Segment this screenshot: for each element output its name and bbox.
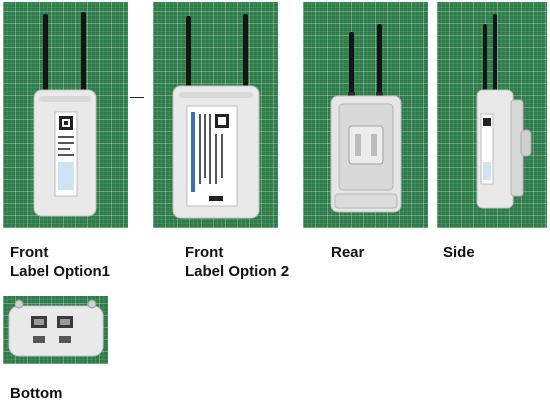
caption-line: Label Option 2 <box>185 263 290 280</box>
photo-rear <box>303 2 428 228</box>
caption-side: Side <box>443 243 475 262</box>
photo-front-label-option-1 <box>3 2 128 228</box>
caption-line: Front <box>10 244 49 261</box>
caption-front-label-option-1: Front Label Option1 <box>10 243 110 281</box>
device-side-illustration <box>476 14 532 209</box>
device-front-illustration <box>172 14 260 219</box>
caption-line: Bottom <box>10 385 63 402</box>
caption-bottom: Bottom <box>10 384 63 403</box>
caption-rear: Rear <box>331 243 364 262</box>
caption-line: Side <box>443 244 475 261</box>
device-bottom-illustration <box>8 299 104 357</box>
photo-side <box>437 2 547 228</box>
device-front-illustration <box>33 12 97 217</box>
device-rear-illustration <box>330 24 402 213</box>
caption-front-label-option-2: Front Label Option 2 <box>185 243 289 281</box>
caption-line: Front <box>185 244 224 261</box>
caption-line: Label Option1 <box>10 263 111 280</box>
caption-line: Rear <box>331 244 365 261</box>
photo-bottom <box>3 296 108 364</box>
separator-dash <box>130 97 144 98</box>
photo-front-label-option-2 <box>153 2 278 228</box>
